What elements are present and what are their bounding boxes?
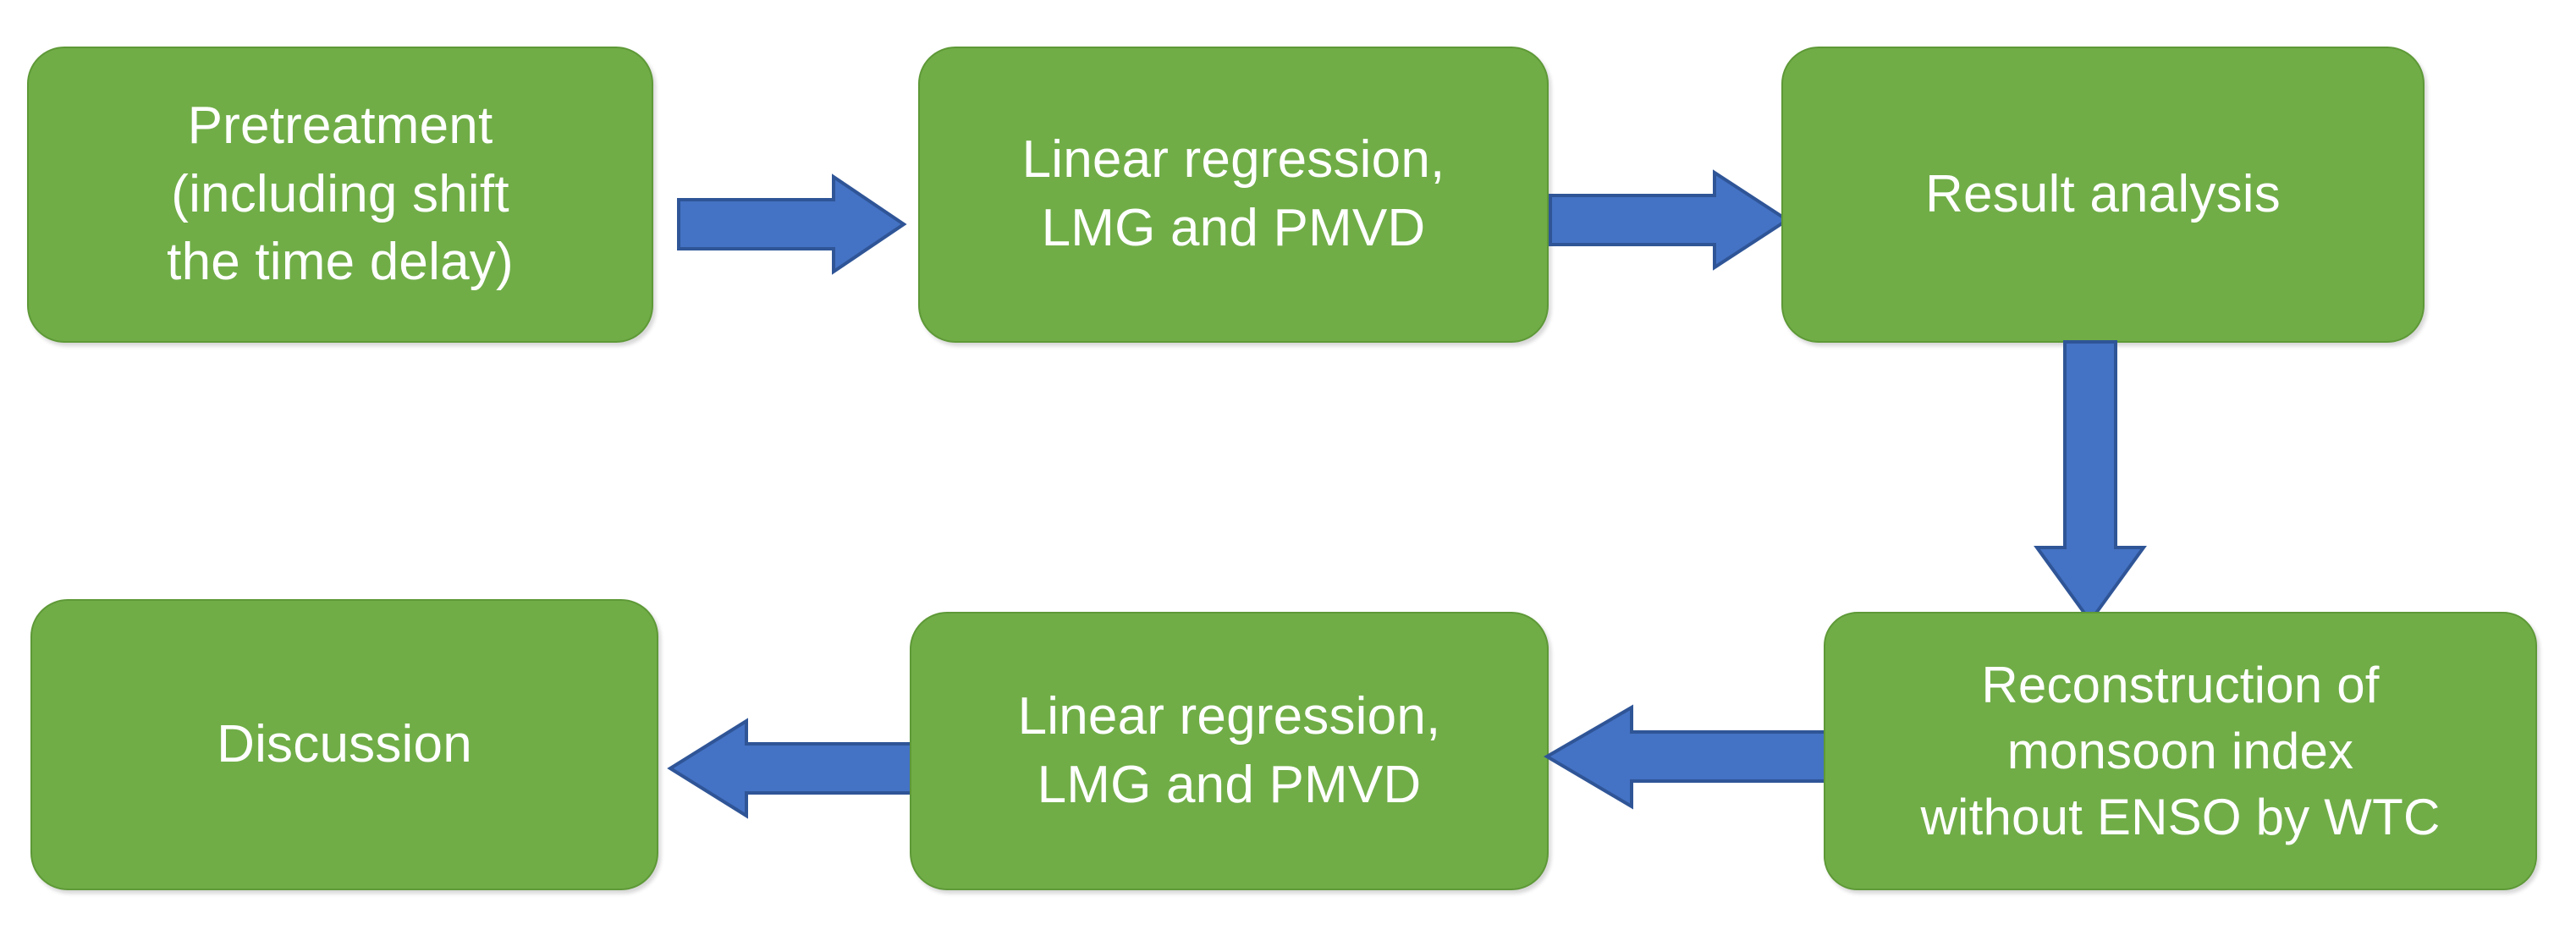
node-pretreatment-label: Pretreatment (including shift the time d…	[167, 96, 514, 292]
node-linear-regression-bottom-label: Linear regression, LMG and PMVD	[1017, 686, 1441, 814]
node-linear-regression-top-label: Linear regression, LMG and PMVD	[1021, 130, 1445, 257]
arrow-linear-regression-bottom-to-discussion	[667, 718, 914, 819]
node-reconstruction[interactable]: Reconstruction of monsoon index without …	[1824, 612, 2537, 890]
arrow-reconstruction-to-linear-regression-bottom	[1544, 704, 1829, 810]
node-pretreatment[interactable]: Pretreatment (including shift the time d…	[27, 47, 653, 343]
node-linear-regression-bottom[interactable]: Linear regression, LMG and PMVD	[910, 612, 1549, 890]
node-discussion[interactable]: Discussion	[30, 599, 658, 890]
node-reconstruction-label: Reconstruction of monsoon index without …	[1920, 656, 2441, 845]
arrow-result-analysis-to-reconstruction	[2034, 340, 2147, 625]
node-linear-regression-top[interactable]: Linear regression, LMG and PMVD	[918, 47, 1549, 343]
node-result-analysis[interactable]: Result analysis	[1781, 47, 2425, 343]
arrow-pretreatment-to-linear-regression-top	[677, 173, 907, 275]
arrow-linear-regression-top-to-result-analysis	[1549, 169, 1791, 271]
node-discussion-label: Discussion	[217, 714, 472, 773]
node-result-analysis-label: Result analysis	[1925, 164, 2281, 223]
